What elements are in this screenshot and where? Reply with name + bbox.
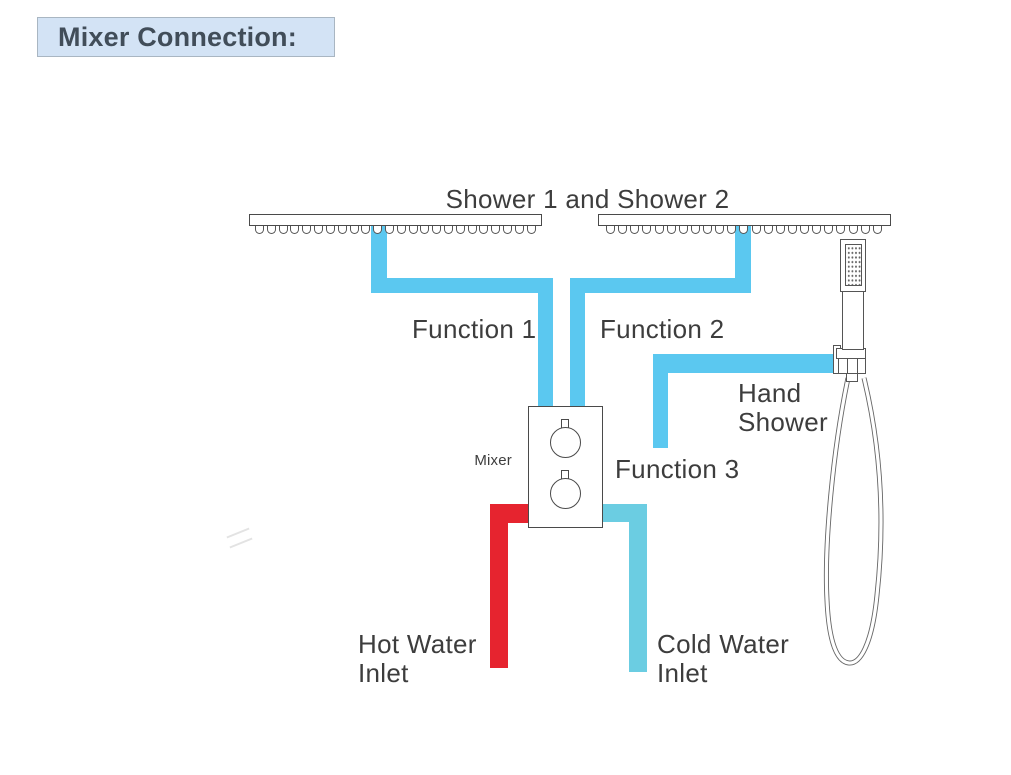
shower-head-2 (598, 214, 891, 226)
shower-nozzle (408, 226, 418, 234)
function2-pipe-horizontal (570, 278, 751, 293)
shower-nozzle (872, 226, 882, 234)
hand-shower-handle (842, 291, 864, 350)
function3-label: Function 3 (615, 454, 740, 484)
mixer-knob-bottom (550, 478, 581, 509)
shower-nozzle (325, 226, 335, 234)
shower-head-2-nozzles (606, 226, 882, 234)
shower-head-1 (249, 214, 542, 226)
shower-nozzle (503, 226, 513, 234)
shower-nozzle (860, 226, 870, 234)
hand-shower-hose (823, 377, 884, 666)
shower-nozzle (467, 226, 477, 234)
shower-nozzle (479, 226, 489, 234)
page-title: Mixer Connection: (37, 17, 335, 57)
shower-nozzle (715, 226, 725, 234)
function3-pipe-horizontal (653, 354, 834, 373)
shower-nozzle (642, 226, 652, 234)
shower-head-1-nozzles (255, 226, 536, 234)
hot-water-inlet-label: Hot Water Inlet (358, 629, 477, 688)
shower-nozzle (763, 226, 773, 234)
hand-shower-hose-nut (838, 358, 866, 374)
shower-nozzle (800, 226, 809, 234)
shower-nozzle (384, 226, 394, 234)
hand-shower-spray-plate (844, 244, 862, 286)
shower-nozzle (727, 226, 737, 234)
watermark-mark (226, 527, 250, 539)
shower-nozzle (314, 226, 324, 234)
function1-pipe-drop-to-mixer (538, 278, 553, 407)
mixer-label: Mixer (474, 452, 512, 469)
hot-inlet-pipe-vertical (490, 504, 508, 668)
shower-nozzle (824, 226, 834, 234)
shower-nozzle (678, 226, 688, 234)
cold-water-inlet-label: Cold Water Inlet (657, 629, 790, 688)
shower-nozzle (739, 226, 749, 234)
shower-nozzle (775, 226, 785, 234)
shower-nozzle (666, 226, 676, 234)
shower-nozzle (290, 226, 300, 234)
shower-nozzle (606, 226, 615, 234)
shower-nozzle (432, 226, 442, 234)
shower-nozzle (302, 226, 312, 234)
shower-nozzle (349, 226, 359, 234)
cold-inlet-pipe-vertical (629, 504, 647, 672)
function1-pipe-horizontal (371, 278, 553, 293)
function2-label: Function 2 (600, 314, 725, 344)
function2-pipe-drop-from-shower2 (735, 225, 751, 293)
page-title-text: Mixer Connection: (58, 21, 297, 52)
shower-nozzle (396, 226, 406, 234)
watermark-mark (229, 537, 253, 549)
shower-nozzle (812, 226, 822, 234)
function1-label: Function 1 (412, 314, 537, 344)
shower-nozzle (491, 226, 501, 234)
showers-caption: Shower 1 and Shower 2 (445, 184, 730, 214)
function2-pipe-drop-to-mixer (570, 278, 585, 407)
shower-nozzle (373, 226, 383, 234)
hand-shower-hose-connector (846, 373, 858, 382)
shower-nozzle (630, 226, 640, 234)
nut-facet-line (847, 359, 849, 373)
shower-nozzle (836, 226, 846, 234)
hand-shower-label: Hand Shower (738, 378, 828, 437)
nut-facet-line (857, 359, 859, 373)
shower-nozzle (278, 226, 288, 234)
shower-nozzle (751, 226, 761, 234)
shower-nozzle (361, 226, 371, 234)
function3-pipe-vertical (653, 354, 668, 448)
shower-nozzle (255, 226, 264, 234)
shower-nozzle (787, 226, 797, 234)
shower-nozzle (618, 226, 628, 234)
shower-nozzle (337, 226, 347, 234)
mixer-knob-top (550, 427, 581, 458)
shower-nozzle (444, 226, 453, 234)
shower-nozzle (455, 226, 465, 234)
function1-pipe-drop-from-shower1 (371, 225, 387, 293)
shower-nozzle (514, 226, 524, 234)
shower-nozzle (526, 226, 536, 234)
shower-nozzle (848, 226, 858, 234)
shower-nozzle (654, 226, 664, 234)
shower-nozzle (703, 226, 712, 234)
shower-nozzle (690, 226, 700, 234)
shower-nozzle (420, 226, 430, 234)
shower-nozzle (266, 226, 276, 234)
